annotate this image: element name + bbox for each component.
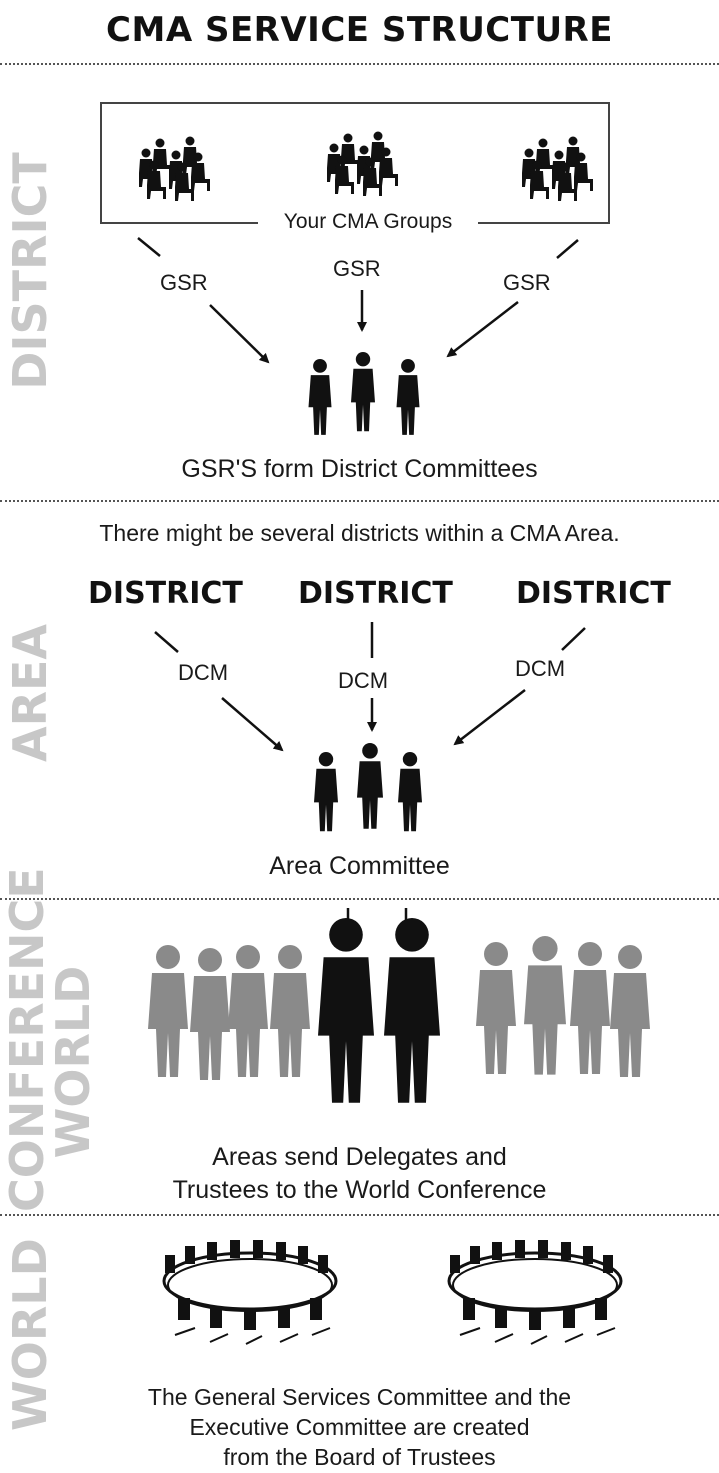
gray-delegates-right-icon	[476, 935, 650, 1077]
conference-caption-line2: Trustees to the World Conference	[172, 1176, 547, 1204]
conference-table-left-icon	[162, 1240, 338, 1345]
area-caption: Area Committee	[269, 852, 450, 880]
delegate-arrows	[343, 908, 411, 942]
gsr-label-right: GSR	[503, 270, 551, 295]
district-heading-right: DISTRICT	[516, 576, 671, 611]
page-title: CMA SERVICE STRUCTURE	[106, 10, 613, 50]
divider-top	[0, 63, 719, 65]
world-caption-line1: The General Services Committee and the	[147, 1384, 572, 1410]
gsr-label-left: GSR	[160, 270, 208, 295]
district-committee-icon	[308, 352, 420, 435]
dcm-label-center: DCM	[338, 668, 389, 693]
district-caption: GSR'S form District Committees	[181, 455, 538, 483]
dcm-label-right: DCM	[515, 656, 566, 681]
gray-delegates-left-icon	[148, 945, 310, 1080]
world-caption-line2: Executive Committee are created	[189, 1414, 530, 1440]
district-heading-center: DISTRICT	[298, 576, 453, 611]
divider-area-conference	[0, 898, 719, 900]
world-caption-line3: from the Board of Trustees	[223, 1444, 496, 1470]
conference-caption-line1: Areas send Delegates and	[212, 1143, 507, 1171]
area-committee-icon	[314, 742, 422, 832]
side-label-area: AREA	[3, 623, 57, 763]
delegates-center-icon	[318, 917, 440, 1103]
divider-district-area	[0, 500, 719, 502]
cma-groups-label: Your CMA Groups	[258, 210, 478, 234]
area-intro: There might be several districts within …	[99, 520, 620, 546]
dcm-label-left: DCM	[178, 660, 229, 685]
divider-conference-world	[0, 1214, 719, 1216]
district-heading-left: DISTRICT	[88, 576, 243, 611]
side-label-district: DISTRICT	[3, 152, 57, 390]
cma-groups-box	[100, 102, 610, 224]
conference-table-right-icon	[447, 1240, 623, 1345]
gsr-label-center: GSR	[333, 256, 381, 281]
